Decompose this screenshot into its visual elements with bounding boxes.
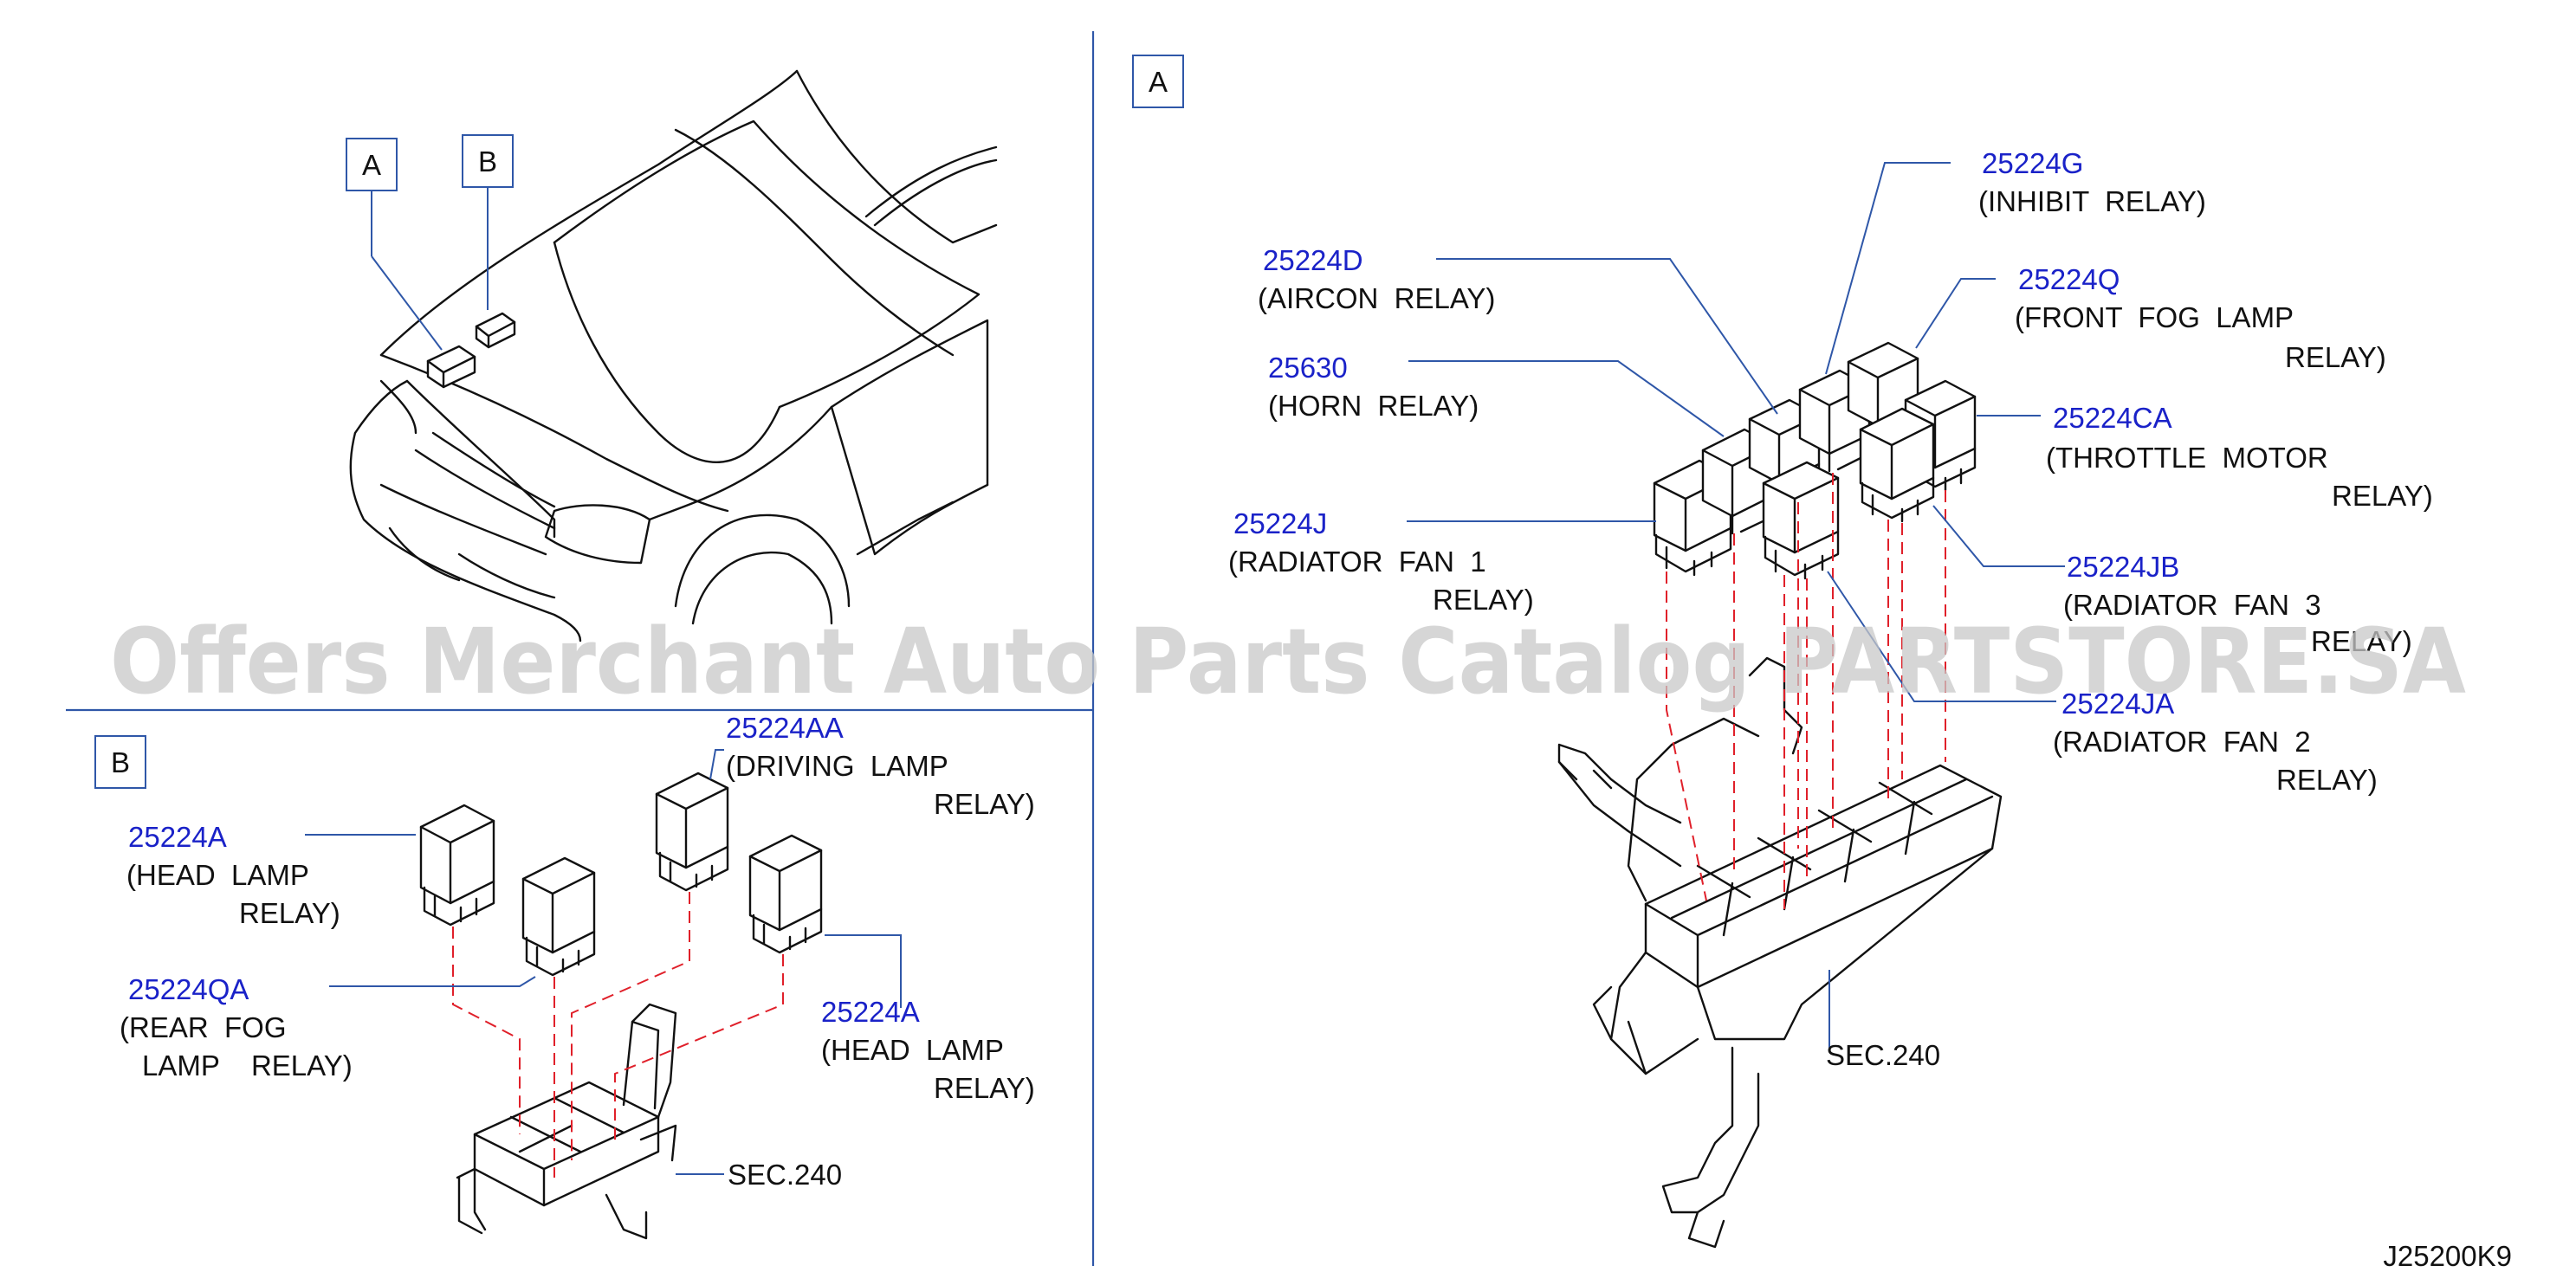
part-desc-radiator-fan-3-2: RELAY) [2311, 625, 2412, 657]
callout-label-b: B [478, 145, 497, 178]
part-desc-head-lamp-right-1: (HEAD LAMP [821, 1034, 1004, 1066]
panel-a-label: A [1149, 66, 1168, 98]
relay-driving-lamp [655, 772, 729, 892]
part-desc-throttle-motor-1: (THROTTLE MOTOR [2046, 442, 2328, 474]
relay-radiator-fan-3 [1859, 407, 1935, 523]
part-desc-radiator-fan-1-2: RELAY) [1433, 584, 1534, 616]
part-number-25224g: 25224G [1982, 147, 2083, 179]
part-number-25224q: 25224Q [2018, 263, 2120, 295]
part-desc-head-lamp-right-2: RELAY) [934, 1072, 1035, 1104]
panel-a: A [1132, 55, 2433, 1249]
part-desc-rear-fog-2: LAMP RELAY) [142, 1049, 353, 1082]
panel-b-label: B [111, 746, 130, 778]
part-number-25224d: 25224D [1263, 244, 1363, 276]
drawing-code: J25200K9 [2383, 1240, 2512, 1272]
watermark: Offers Merchant Auto Parts Catalog PARTS… [110, 609, 2466, 714]
part-number-25630: 25630 [1268, 352, 1348, 384]
relay-block-a [1557, 656, 2003, 1249]
part-desc-front-fog-2: RELAY) [2285, 341, 2386, 373]
relay-head-lamp-left [419, 804, 495, 927]
part-number-25224qa: 25224QA [128, 973, 249, 1005]
relay-radiator-fan-2 [1762, 461, 1840, 580]
section-ref-b: SEC.240 [728, 1159, 842, 1191]
part-desc-radiator-fan-2-2: RELAY) [2276, 764, 2378, 796]
part-desc-front-fog-1: (FRONT FOG LAMP [2015, 301, 2294, 333]
part-number-25224a-right: 25224A [821, 996, 920, 1028]
relay-block-b [456, 1003, 677, 1240]
vehicle-overview: A B [346, 69, 998, 642]
part-desc-driving-lamp-2: RELAY) [934, 788, 1035, 820]
part-desc-radiator-fan-1-1: (RADIATOR FAN 1 [1228, 546, 1486, 578]
part-desc-aircon: (AIRCON RELAY) [1258, 282, 1495, 314]
section-ref-a: SEC.240 [1826, 1039, 1940, 1071]
part-desc-radiator-fan-2-1: (RADIATOR FAN 2 [2053, 726, 2311, 758]
part-desc-radiator-fan-3-1: (RADIATOR FAN 3 [2063, 589, 2321, 621]
relay-head-lamp-right [748, 834, 823, 954]
relay-rear-fog-lamp [521, 856, 596, 977]
part-number-25224ca: 25224CA [2053, 402, 2172, 434]
part-desc-inhibit: (INHIBIT RELAY) [1978, 185, 2206, 217]
part-number-25224ja: 25224JA [2061, 688, 2174, 720]
part-number-25224a-left: 25224A [128, 821, 227, 853]
part-desc-head-lamp-left-2: RELAY) [239, 897, 340, 929]
part-desc-horn: (HORN RELAY) [1268, 390, 1479, 422]
part-desc-rear-fog-1: (REAR FOG [120, 1011, 287, 1043]
part-number-25224aa: 25224AA [726, 712, 844, 744]
callout-label-a: A [362, 149, 381, 181]
part-number-25224j: 25224J [1233, 507, 1327, 539]
part-desc-driving-lamp-1: (DRIVING LAMP [726, 750, 948, 782]
part-desc-throttle-motor-2: RELAY) [2332, 480, 2433, 512]
panel-b: B [94, 712, 1035, 1240]
part-desc-head-lamp-left-1: (HEAD LAMP [126, 859, 309, 891]
part-number-25224jb: 25224JB [2067, 551, 2179, 583]
